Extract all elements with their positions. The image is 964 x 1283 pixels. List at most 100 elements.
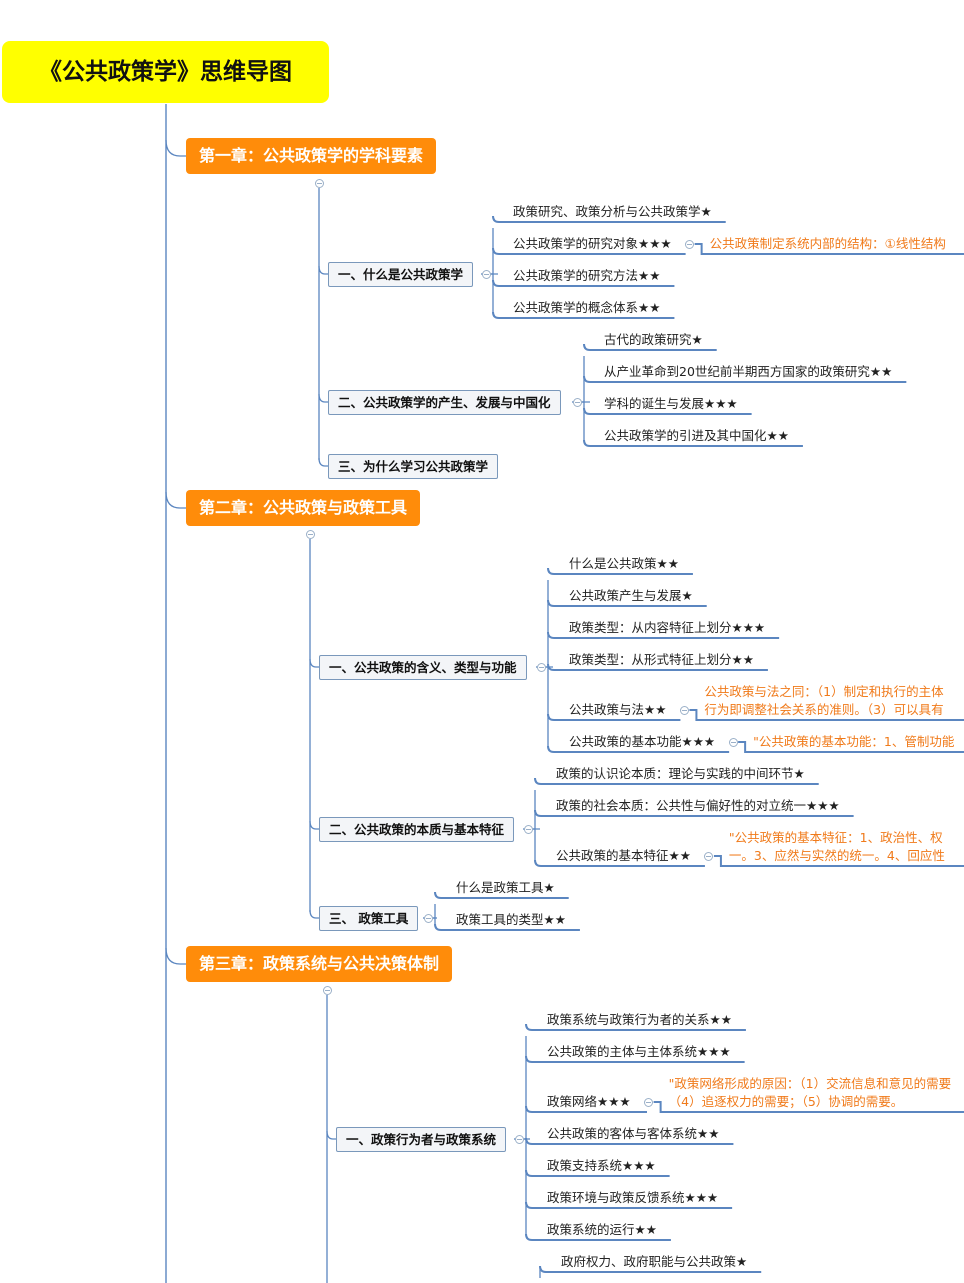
- connector: [309, 820, 319, 830]
- connector: [434, 891, 569, 899]
- section-node[interactable]: 一、什么是公共政策学: [328, 262, 474, 287]
- section-collapse-toggle[interactable]: [523, 824, 533, 834]
- section-collapse-toggle[interactable]: [423, 913, 433, 923]
- connector: [583, 343, 717, 351]
- connector: [539, 1265, 762, 1273]
- connector: [525, 1233, 671, 1241]
- connector: [583, 407, 752, 415]
- note-text: "公共政策的基本特征：1、政治性、权: [728, 830, 943, 845]
- note-text: （4）追逐权力的需要；（5）协调的需要。: [668, 1094, 904, 1109]
- chapter-collapse-toggle[interactable]: [314, 178, 324, 188]
- connector: [492, 279, 675, 287]
- topic-item[interactable]: 公共政策的基本特征★★: [556, 848, 691, 863]
- connector: [583, 439, 803, 447]
- section-collapse-toggle[interactable]: [514, 1134, 524, 1144]
- section-collapse-toggle[interactable]: [481, 269, 491, 279]
- connector: [434, 923, 580, 931]
- note-collapse-toggle[interactable]: [679, 705, 689, 715]
- connector: [318, 457, 328, 467]
- connector: [547, 599, 707, 607]
- connector: [547, 631, 780, 639]
- note-text: 行为即调整社会关系的准则。（3）可以具有: [704, 702, 944, 717]
- section-collapse-toggle[interactable]: [536, 662, 546, 672]
- topic-item[interactable]: 什么是政策工具★: [456, 880, 555, 895]
- topic-item[interactable]: 学科的诞生与发展★★★: [604, 396, 738, 411]
- connector: [547, 713, 681, 721]
- topic-item[interactable]: 政策支持系统★★★: [547, 1158, 656, 1173]
- connector: [318, 265, 328, 275]
- topic-item[interactable]: 政策系统与政策行为者的关系★★: [547, 1012, 732, 1027]
- section-node[interactable]: 一、公共政策的含义、类型与功能: [319, 655, 527, 680]
- topic-item[interactable]: 公共政策的主体与主体系统★★★: [547, 1044, 731, 1059]
- topic-item[interactable]: 政策类型：从形式特征上划分★★: [569, 652, 754, 667]
- connector: [689, 709, 964, 721]
- chapter-node[interactable]: 第二章：公共政策与政策工具: [186, 490, 421, 526]
- topic-item[interactable]: 公共政策学的研究方法★★: [513, 268, 661, 283]
- section-collapse-toggle[interactable]: [572, 397, 582, 407]
- topic-item[interactable]: 公共政策与法★★: [569, 702, 667, 717]
- connector: [547, 745, 730, 753]
- topic-item[interactable]: 公共政策学的引进及其中国化★★: [604, 428, 789, 443]
- section-node[interactable]: 三、 政策工具: [319, 906, 419, 931]
- topic-item[interactable]: 政策的社会本质：公共性与偏好性的对立统一★★★: [556, 798, 840, 813]
- chapter-collapse-toggle[interactable]: [322, 985, 332, 995]
- connector: [309, 658, 319, 668]
- connector: [165, 947, 186, 965]
- topic-item[interactable]: 政策系统的运行★★: [547, 1222, 657, 1237]
- note-collapse-toggle[interactable]: [704, 851, 714, 861]
- section-node[interactable]: 二、公共政策的本质与基本特征: [319, 817, 515, 842]
- connector: [492, 247, 686, 255]
- topic-item[interactable]: 公共政策学的概念体系★★: [513, 300, 661, 315]
- connector: [534, 859, 705, 867]
- connector: [653, 1101, 964, 1113]
- section-node[interactable]: 三、为什么学习公共政策学: [328, 454, 499, 479]
- connector: [525, 1105, 647, 1113]
- mind-map-title[interactable]: 《公共政策学》思维导图: [2, 41, 329, 103]
- note-text: "公共政策的基本功能：1、管制功能: [753, 734, 955, 749]
- connector: [318, 393, 328, 403]
- topic-item[interactable]: 政策的认识论本质：理论与实践的中间环节★: [556, 766, 805, 781]
- connector: [534, 777, 819, 785]
- note-text: 公共政策制定系统内部的结构：①线性结构: [709, 236, 946, 251]
- topic-item[interactable]: 从产业革命到20世纪前半期西方国家的政策研究★★: [604, 364, 893, 379]
- topic-item[interactable]: 古代的政策研究★: [604, 332, 703, 347]
- connector: [525, 1137, 734, 1145]
- connector: [326, 1130, 336, 1140]
- connector: [492, 311, 675, 319]
- connector: [492, 215, 726, 223]
- connector: [738, 741, 964, 753]
- chapter-collapse-toggle[interactable]: [305, 529, 315, 539]
- section-node[interactable]: 一、政策行为者与政策系统: [336, 1127, 507, 1152]
- note-text: "政策网络形成的原因：（1）交流信息和意见的需要: [668, 1076, 952, 1091]
- note-collapse-toggle[interactable]: [728, 737, 738, 747]
- topic-item[interactable]: 公共政策学的研究对象★★★: [513, 236, 672, 251]
- note-collapse-toggle[interactable]: [685, 239, 695, 249]
- note-collapse-toggle[interactable]: [644, 1097, 654, 1107]
- topic-item[interactable]: 公共政策的基本功能★★★: [569, 734, 716, 749]
- connector: [165, 491, 186, 509]
- topic-item[interactable]: 政策网络★★★: [547, 1094, 631, 1109]
- topic-item[interactable]: 政策研究、政策分析与公共政策学★: [513, 204, 712, 219]
- connector: [583, 375, 907, 383]
- topic-item[interactable]: 政策类型：从内容特征上划分★★★: [569, 620, 766, 635]
- topic-item[interactable]: 政策工具的类型★★: [456, 912, 566, 927]
- topic-item[interactable]: 政策环境与政策反馈系统★★★: [547, 1190, 719, 1205]
- topic-item[interactable]: 公共政策产生与发展★: [569, 588, 693, 603]
- connector: [713, 855, 964, 867]
- connector: [534, 809, 854, 817]
- topic-item[interactable]: 公共政策的客体与客体系统★★: [547, 1126, 720, 1141]
- section-node[interactable]: 二、公共政策学的产生、发展与中国化: [328, 390, 561, 415]
- connector: [525, 1201, 733, 1209]
- topic-item[interactable]: 政府权力、政府职能与公共政策★: [561, 1254, 748, 1269]
- connector: [525, 1023, 746, 1031]
- connector: [525, 1055, 745, 1063]
- topic-item[interactable]: 什么是公共政策★★: [569, 556, 679, 571]
- connector: [547, 663, 768, 671]
- connector: [547, 567, 693, 575]
- note-text: 一。3、应然与实然的统一。4、回应性: [728, 848, 945, 863]
- chapter-node[interactable]: 第一章：公共政策学的学科要素: [186, 138, 437, 174]
- chapter-node[interactable]: 第三章：政策系统与公共决策体制: [186, 946, 453, 982]
- connector: [165, 139, 186, 157]
- connector: [694, 243, 964, 255]
